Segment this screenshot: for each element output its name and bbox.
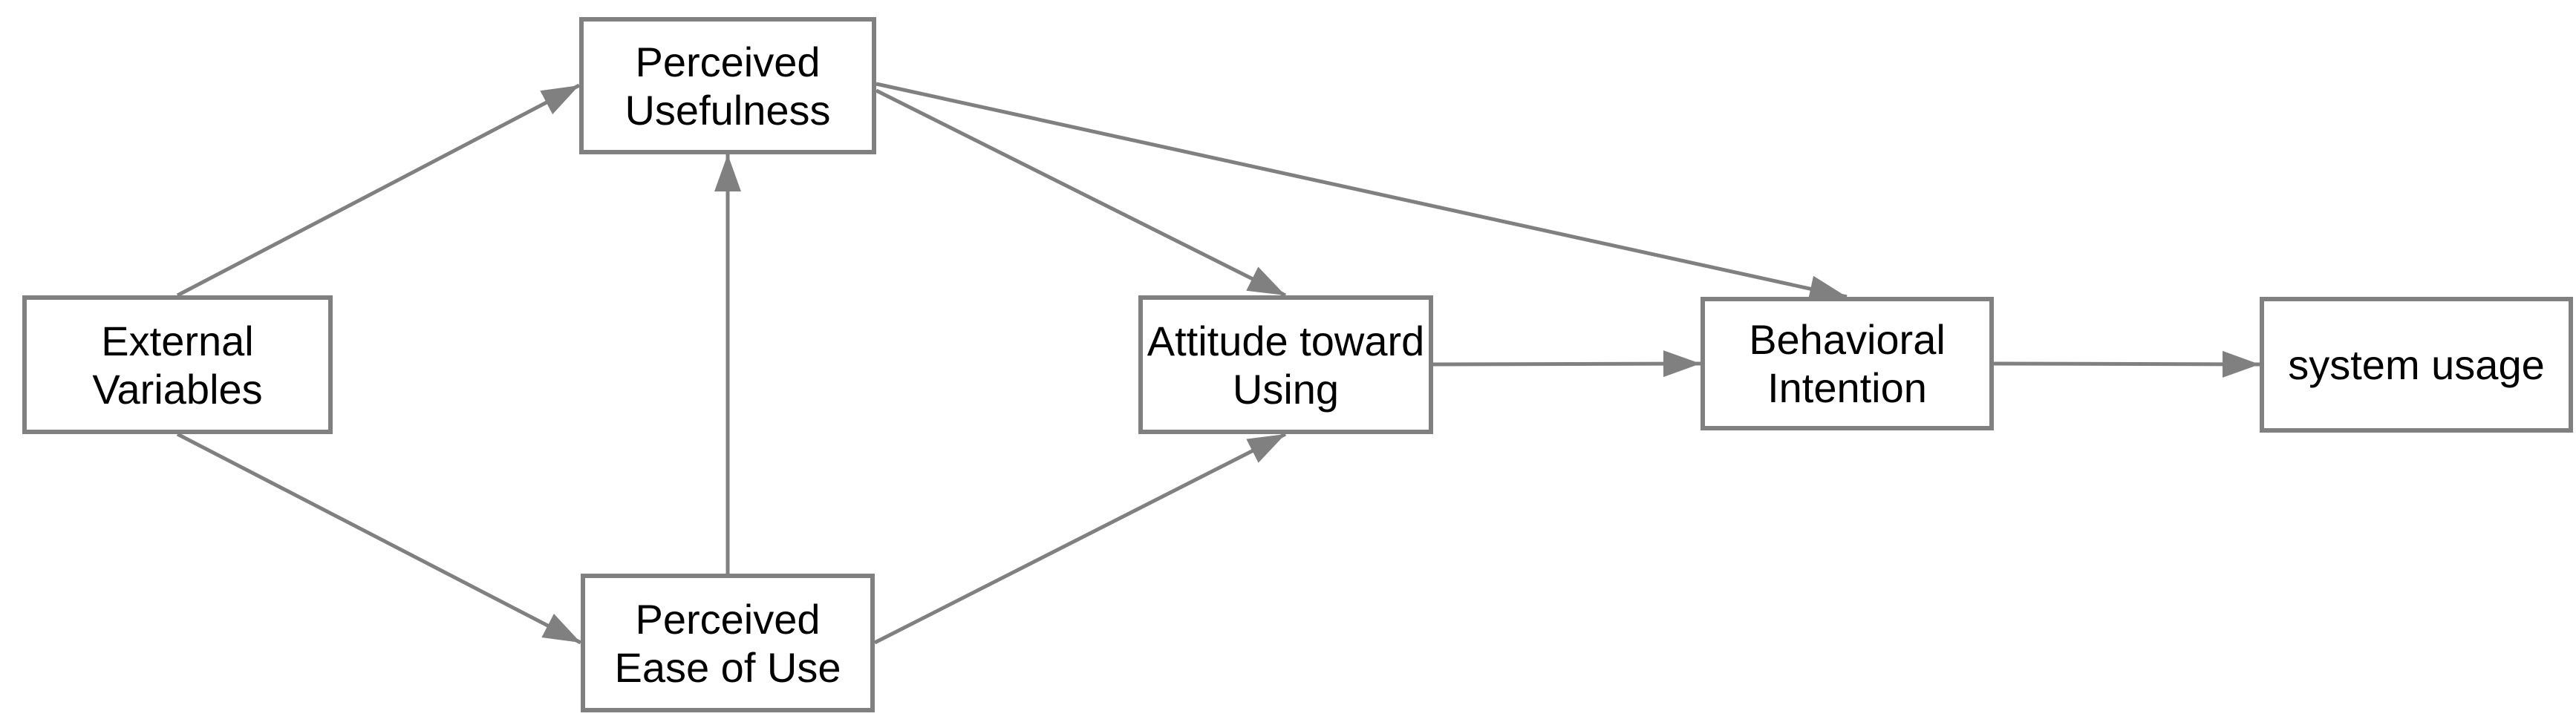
arrow-perceived-usefulness-to-attitude-toward-using <box>875 88 1287 298</box>
node-label: Behavioral Intention <box>1749 316 1946 411</box>
arrow-perceived-usefulness-to-behavioral-intention <box>875 82 1848 302</box>
node-label: Perceived Ease of Use <box>614 595 841 691</box>
arrow-external-variables-to-perceived-ease-of-use <box>176 432 582 645</box>
node-system-usage: system usage <box>2260 297 2573 433</box>
node-attitude-toward-using: Attitude toward Using <box>1138 295 1433 434</box>
arrow-perceived-ease-of-use-to-attitude-toward-using <box>873 432 1287 645</box>
node-perceived-usefulness: Perceived Usefulness <box>579 17 876 154</box>
node-external-variables: External Variables <box>22 295 333 434</box>
node-label: Perceived Usefulness <box>625 38 831 134</box>
node-behavioral-intention: Behavioral Intention <box>1701 297 1994 430</box>
node-label: system usage <box>2288 341 2545 388</box>
node-label: External Variables <box>92 317 263 413</box>
node-label: Attitude toward Using <box>1147 317 1425 413</box>
node-perceived-ease-of-use: Perceived Ease of Use <box>581 574 875 712</box>
arrow-external-variables-to-perceived-usefulness <box>176 83 581 298</box>
